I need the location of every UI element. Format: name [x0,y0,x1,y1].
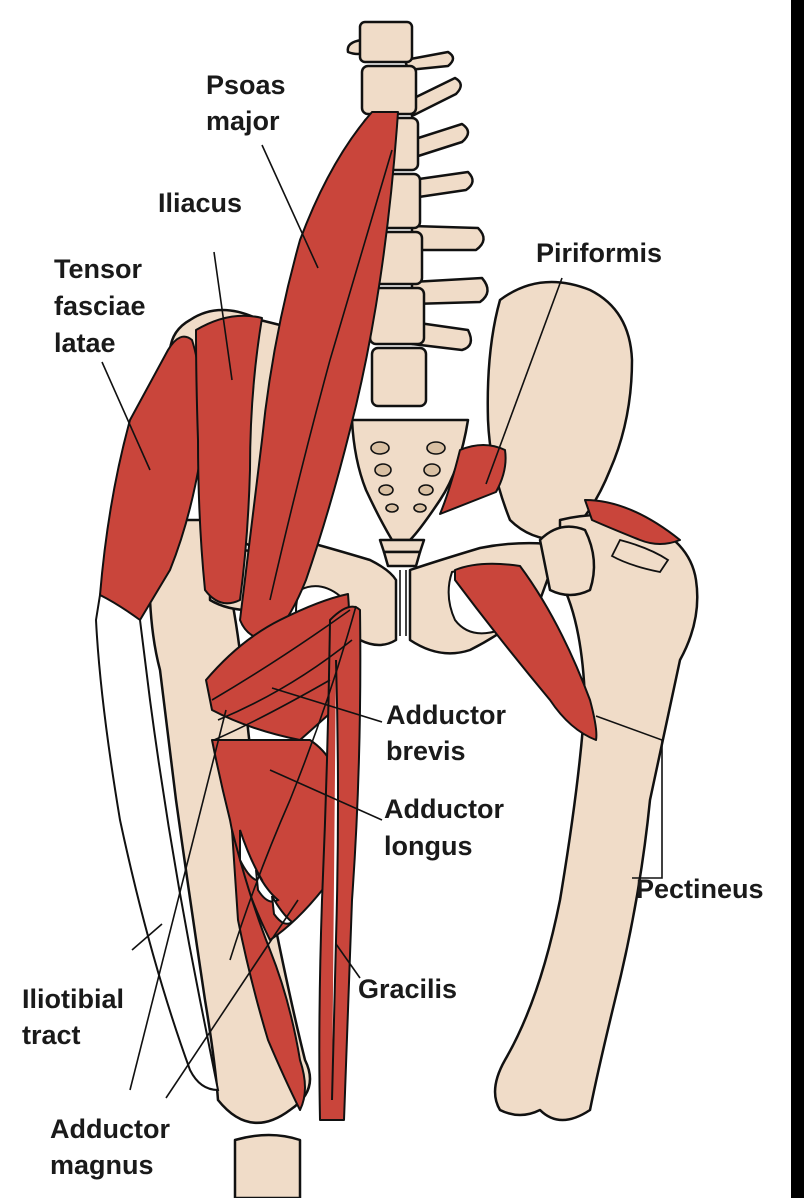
label-tensor-fasciae-latae: Tensor fasciae latae [54,254,153,358]
label-psoas-major: Psoas major [206,70,293,136]
label-adductor-longus: Adductor longus [384,794,512,861]
gracilis-muscle [318,605,362,1121]
adductor-brevis-muscle [205,593,351,741]
right-greater-trochanter [493,513,699,1122]
pectineus-muscle [454,562,598,741]
vertebra-1 [358,20,414,64]
vertebra-2 [360,64,418,116]
right-hip-muscle [584,499,681,545]
label-adductor-magnus: Adductor magnus [50,1114,178,1180]
piriformis-muscle [439,444,507,515]
right-border [791,0,804,1198]
label-gracilis: Gracilis [358,974,457,1004]
iliacus-muscle [195,314,263,605]
label-piriformis: Piriformis [536,238,662,268]
tensor-fasciae-latae-muscle [99,335,203,621]
label-iliacus: Iliacus [158,188,242,218]
adductor-longus-muscle [211,738,341,941]
label-pectineus: Pectineus [636,874,764,904]
leader-lines [101,144,663,1099]
label-iliotibial-tract: Iliotibial tract [22,984,132,1050]
iliotibial-tract-band [94,593,220,1092]
vertebra-7 [370,346,428,408]
sacrum [350,418,470,542]
right-ilium [486,280,634,542]
label-adductor-brevis: Adductor brevis [386,700,514,766]
right-femur [493,513,699,1122]
